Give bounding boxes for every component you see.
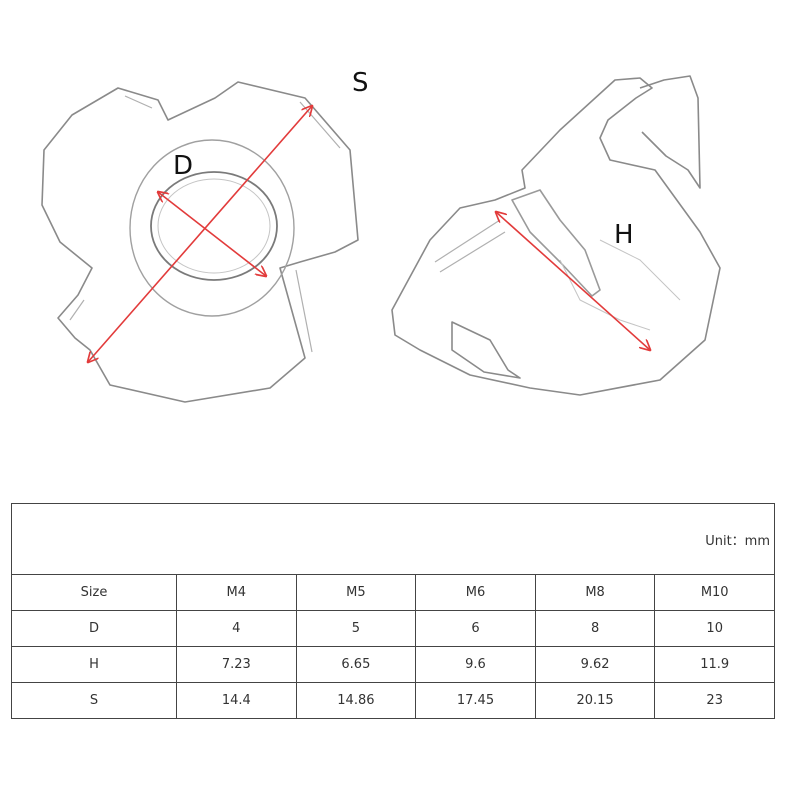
tee-nut-drawing	[41, 75, 721, 403]
header-cell: M5	[295, 574, 417, 611]
table-cell: 4	[176, 610, 297, 647]
spec-table: Unit：mm Size M4 M5 M6 M8 M10 D 4 5 6 8 1…	[10, 503, 776, 719]
h-dimension-line	[496, 212, 650, 350]
unit-row: Unit：mm	[10, 503, 776, 575]
s-dimension-line	[88, 106, 312, 362]
table-row: H 7.23 6.65 9.6 9.62 11.9	[11, 646, 776, 683]
table-cell: 7.23	[176, 646, 297, 683]
d-dimension-label: D	[173, 151, 194, 181]
table-cell: 11.9	[654, 646, 776, 683]
dimension-lines	[88, 106, 650, 362]
s-dimension-label: S	[352, 68, 369, 98]
table-cell: S	[11, 682, 177, 719]
header-cell: M6	[415, 574, 536, 611]
table-cell: 14.4	[176, 682, 297, 719]
table-cell: 8	[534, 610, 656, 647]
table-cell: 6	[415, 610, 536, 647]
table-row: S 14.4 14.86 17.45 20.15 23	[11, 682, 776, 719]
table-cell: D	[11, 610, 177, 647]
tee-nut-side-view	[391, 75, 721, 396]
header-cell: M8	[534, 574, 656, 611]
table-cell: 6.65	[295, 646, 417, 683]
header-cell: M10	[654, 574, 776, 611]
header-cell: Size	[11, 574, 177, 611]
header-row: Size M4 M5 M6 M8 M10	[11, 574, 776, 611]
tee-nut-top-view	[41, 81, 359, 403]
table-cell: 9.62	[534, 646, 656, 683]
unit-label: Unit：mm	[10, 503, 776, 575]
table-cell: 20.15	[534, 682, 656, 719]
table-cell: H	[11, 646, 177, 683]
tee-nut-diagram: S D H	[41, 68, 721, 403]
header-cell: M4	[176, 574, 297, 611]
d-dimension-line	[158, 192, 266, 276]
table-cell: 10	[654, 610, 776, 647]
table-cell: 14.86	[295, 682, 417, 719]
table-cell: 17.45	[415, 682, 536, 719]
table-cell: 9.6	[415, 646, 536, 683]
table-row: D 4 5 6 8 10	[11, 610, 776, 647]
table-cell: 5	[295, 610, 417, 647]
h-dimension-label: H	[614, 220, 634, 250]
table-cell: 23	[654, 682, 776, 719]
